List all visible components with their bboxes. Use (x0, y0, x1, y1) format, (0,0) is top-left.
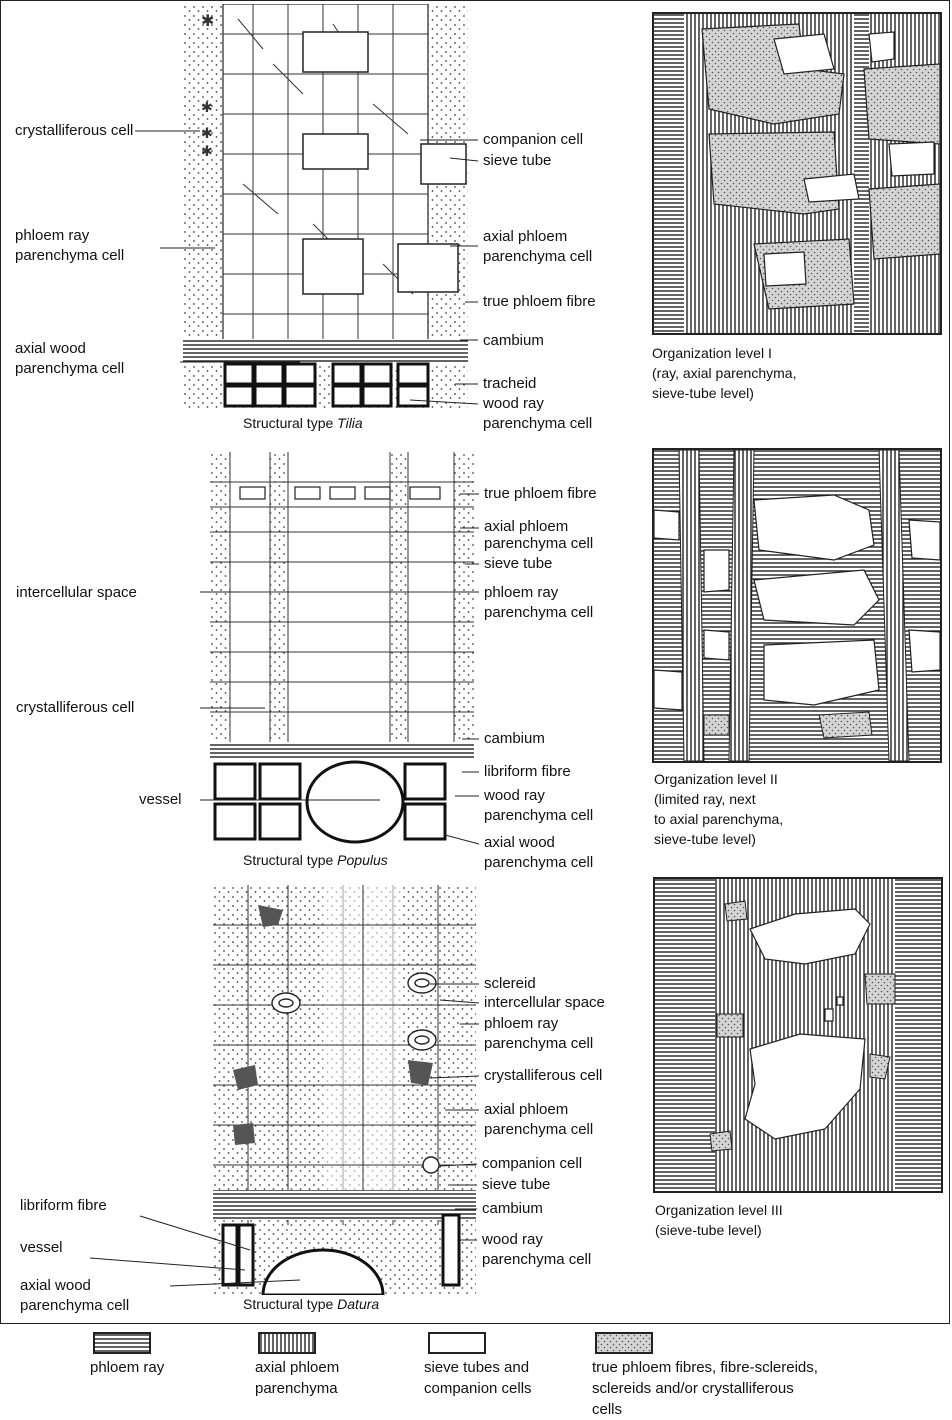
org-level-2-diagram (652, 448, 942, 763)
org-level-2-title: Organization level II (654, 769, 778, 789)
org-level-3-desc: (sieve-tube level) (655, 1220, 762, 1240)
datura-type-caption: Structural type Datura (243, 1294, 379, 1314)
org-level-1-desc: (ray, axial parenchyma, sieve-tube level… (652, 363, 796, 403)
legend-label-axial-phloem-parenchyma: axial phloem parenchyma (255, 1357, 339, 1399)
legend-label-sieve-tubes: sieve tubes and companion cells (424, 1357, 532, 1399)
legend-swatch-true-phloem-fibres (595, 1332, 653, 1354)
org-level-1-diagram (652, 12, 942, 335)
org-level-1-title: Organization level I (652, 343, 772, 363)
legend-swatch-phloem-ray (93, 1332, 151, 1354)
legend-label-phloem-ray: phloem ray (90, 1357, 164, 1378)
populus-type-caption: Structural type Populus (243, 850, 388, 870)
org-level-3-title: Organization level III (655, 1200, 783, 1220)
legend-label-true-phloem-fibres: true phloem fibres, fibre-sclereids, scl… (592, 1357, 818, 1420)
legend-swatch-sieve-tubes (428, 1332, 486, 1354)
org-level-2-desc: (limited ray, next to axial parenchyma, … (654, 789, 783, 849)
org-level-3-diagram (653, 877, 943, 1193)
tilia-type-caption: Structural type Tilia (243, 413, 363, 433)
legend-swatch-axial-phloem-parenchyma (258, 1332, 316, 1354)
